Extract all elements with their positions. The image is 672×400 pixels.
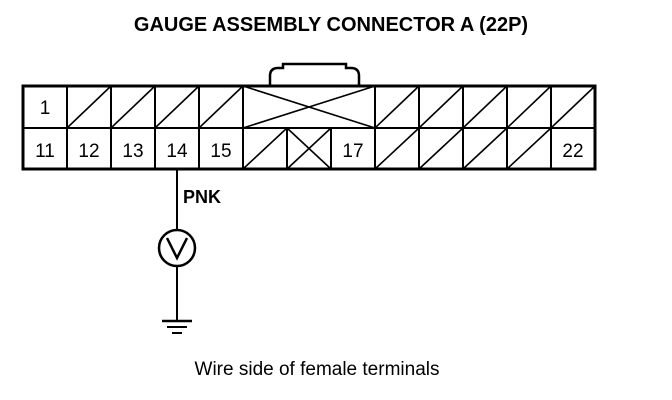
voltmeter-icon: [157, 228, 197, 268]
diagram-title: GAUGE ASSEMBLY CONNECTOR A (22P): [134, 14, 528, 36]
terminal-13: 13: [122, 141, 143, 162]
ground-icon: [162, 319, 192, 334]
terminal-12: 12: [78, 141, 99, 162]
terminal-17: 17: [342, 141, 363, 162]
terminal-15: 15: [210, 141, 231, 162]
terminal-14: 14: [166, 141, 188, 162]
bottom-row-dividers: [66, 128, 552, 169]
terminal-22: 22: [562, 141, 583, 162]
connector-lock-tab: [268, 62, 361, 86]
unused-cavities-bottom: [242, 127, 552, 170]
top-row-dividers: [66, 86, 552, 128]
terminal-1: 1: [40, 98, 51, 119]
terminal-11: 11: [35, 141, 55, 162]
wire-color-label: PNK: [183, 187, 221, 207]
blank-region-cross: [242, 85, 376, 129]
diagram-caption: Wire side of female terminals: [195, 359, 440, 380]
unused-cavities-top: [66, 85, 596, 129]
